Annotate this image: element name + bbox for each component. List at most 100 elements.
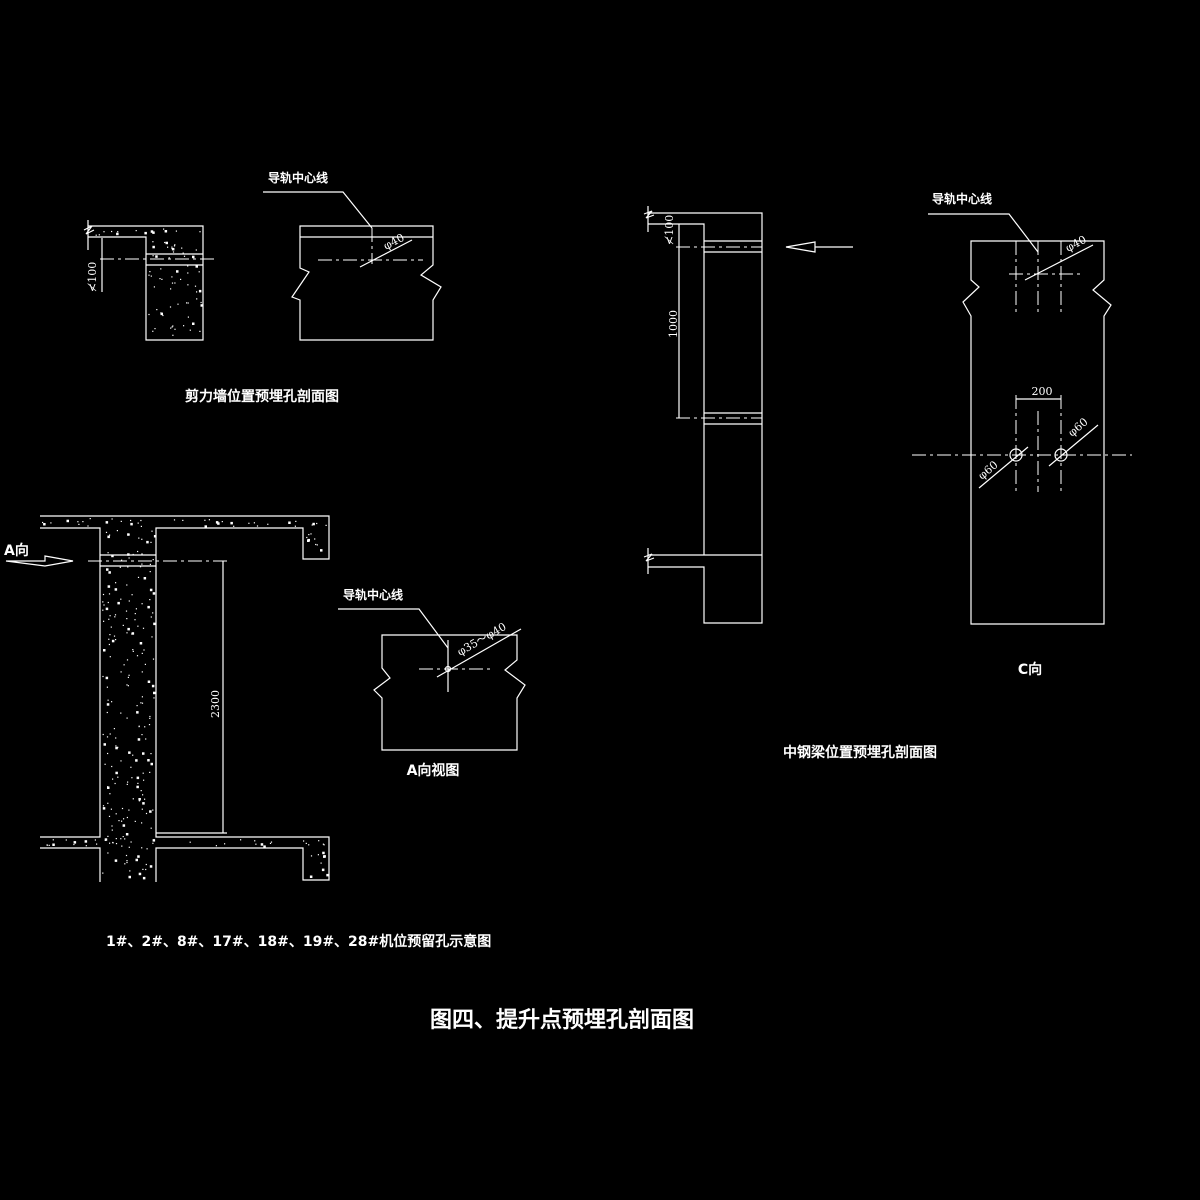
hatch-dot (103, 604, 105, 606)
hatch-dot (115, 746, 118, 750)
hatch-dot (263, 845, 266, 848)
hatch-dot (145, 863, 147, 866)
steel-beam-section: ≮100 1000 200 导轨中心线 φ40 φ60 φ60 C向 中钢梁位置… (643, 191, 1132, 761)
hatch-dot (141, 671, 143, 673)
hatch-dot (108, 593, 111, 595)
hatch-dot (173, 245, 176, 247)
hatch-dot (165, 241, 168, 245)
hatch-dot (248, 522, 250, 524)
hatch-dot (135, 759, 138, 762)
hatch-dot (147, 680, 151, 683)
hatch-dot (142, 794, 144, 796)
hatch-dot (126, 684, 128, 686)
machine-position-caption: 1#、2#、8#、17#、18#、19#、28#机位预留孔示意图 (106, 933, 491, 950)
hatch-dot (122, 836, 124, 838)
hatch-dot (107, 802, 109, 804)
hatch-dot (107, 552, 109, 554)
hatch-dot (122, 624, 124, 626)
hatch-dot (126, 659, 129, 661)
hatch-dot (141, 696, 143, 698)
hatch-dot (115, 745, 117, 747)
hatch-dot (160, 312, 163, 316)
hatch-dot (127, 533, 130, 536)
hatch-dot (135, 858, 138, 862)
hatch-dot (177, 303, 179, 305)
hatch-dot (153, 622, 156, 626)
hatch-dot (187, 284, 189, 286)
hatch-dot (208, 519, 210, 521)
hatch-dot (120, 712, 122, 714)
hatch-dot (111, 765, 113, 768)
hatch-dot (217, 522, 220, 525)
hatch-dot (150, 753, 152, 755)
hatch-dot (132, 798, 134, 800)
hatch-dot (152, 255, 154, 257)
hatch-dot (152, 241, 154, 243)
a-view-caption: A向视图 (407, 762, 460, 779)
hatch-dot (182, 519, 184, 521)
hatch-dot (288, 521, 291, 524)
hatch-dot (141, 734, 143, 736)
hatch-dot (115, 813, 117, 815)
hatch-dot (89, 518, 91, 520)
hatch-dot (103, 231, 105, 233)
hatch-dot (150, 230, 154, 233)
hatch-dot (195, 265, 198, 268)
hatch-dot (316, 522, 318, 525)
hatch-dot (325, 524, 327, 526)
hatch-dot (42, 521, 44, 524)
rail-centerline-label: 导轨中心线 (932, 191, 992, 206)
hatch-dot (103, 743, 106, 746)
hatch-dot (115, 843, 118, 845)
hatch-dot (140, 519, 142, 522)
hatch-dot (105, 676, 109, 680)
hatch-dot (187, 265, 189, 267)
hatch-dot (121, 820, 123, 822)
hatch-dot (187, 316, 189, 318)
hatch-dot (145, 868, 147, 871)
hatch-dot (152, 809, 154, 811)
hatch-dot (224, 843, 226, 845)
height-dim-label: 2300 (209, 690, 222, 718)
hatch-dot (95, 234, 97, 236)
hatch-dot (111, 701, 113, 703)
hatch-dot (106, 711, 108, 714)
hatch-dot (102, 593, 105, 596)
hatch-dot (126, 632, 128, 634)
hatch-dot (180, 278, 182, 280)
hatch-dot (318, 840, 320, 842)
hatch-dot (305, 842, 307, 844)
hatch-dot (317, 854, 319, 856)
hatch-dot (260, 843, 264, 846)
hatch-dot (294, 525, 296, 527)
hatch-dot (109, 615, 111, 617)
hatch-dot (307, 538, 310, 542)
hatch-dot (152, 839, 156, 842)
hatch-dot (149, 599, 151, 601)
hatch-dot (114, 616, 116, 618)
hatch-dot (144, 798, 146, 800)
hatch-dot (152, 658, 155, 660)
hatch-dot (127, 781, 129, 783)
hatch-dot (109, 842, 111, 844)
hatch-dot (142, 752, 145, 755)
hatch-dot (164, 230, 168, 233)
hatch-dot (164, 241, 166, 244)
hatch-dot (152, 231, 155, 234)
hatch-dot (107, 852, 109, 854)
hatch-dot (149, 865, 153, 868)
hatch-dot (126, 816, 128, 819)
hatch-dot (320, 862, 322, 864)
hatch-dot (107, 752, 109, 755)
hatch-dot (117, 601, 120, 605)
hatch-dot (171, 276, 173, 278)
hatch-dot (140, 702, 142, 704)
hatch-dot (269, 842, 272, 844)
hatch-dot (120, 598, 122, 600)
hatch-dot (144, 663, 146, 665)
hatch-dot (102, 675, 104, 678)
hatch-dot (102, 601, 104, 603)
hatch-dot (108, 571, 111, 574)
hatch-dot (149, 588, 153, 592)
